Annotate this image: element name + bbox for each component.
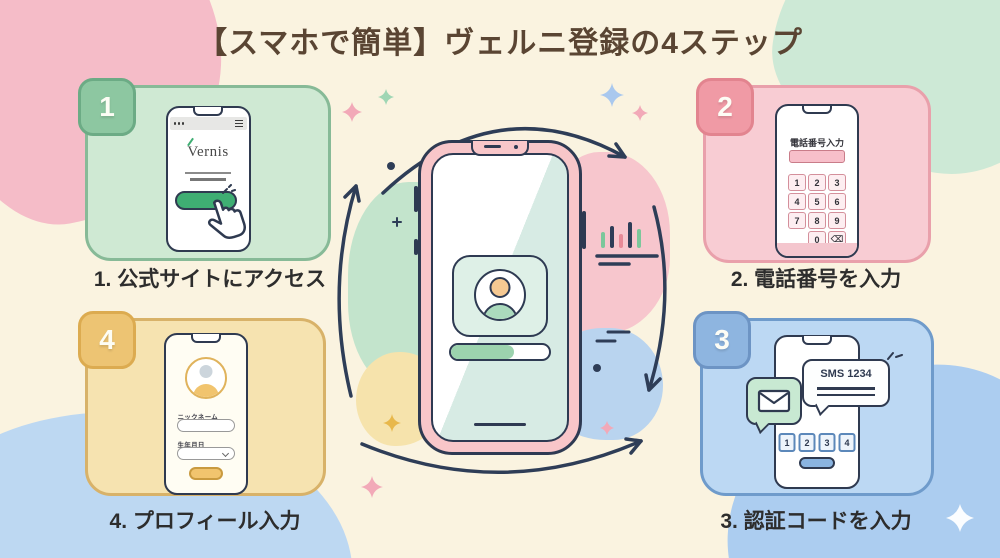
progress-bar (449, 343, 551, 361)
step3-caption: 3. 認証コードを入力 (720, 510, 912, 533)
arrow-bottom (360, 439, 643, 474)
text-line-decor (817, 387, 875, 390)
birthdate-label: 生年月日 (177, 442, 205, 449)
central-phone-illustration (414, 140, 586, 455)
arrow-top (381, 126, 627, 195)
dot-decor (593, 364, 601, 372)
step1-badge: 1 (78, 78, 136, 136)
phone-footer (777, 243, 857, 256)
step3-badge: 3 (693, 311, 751, 369)
keypad-key[interactable]: 8 (808, 212, 826, 229)
message-bubble (746, 377, 802, 434)
phone-notch (471, 141, 529, 156)
phone-notch (802, 336, 832, 345)
browser-bar (169, 117, 247, 130)
bar-chart-icon (595, 222, 659, 266)
phone-number-entry-label: 電話番号入力 (789, 138, 844, 148)
keypad-key[interactable]: 9 (828, 212, 846, 229)
dash-marks (595, 330, 631, 343)
text-line-decor (185, 172, 231, 174)
page-title: 【スマホで簡単】ヴェルニ登録の4ステップ (197, 27, 803, 60)
sms-bubble: SMS 1234 (802, 352, 903, 416)
birthdate-select[interactable] (176, 447, 235, 460)
profile-submit-button[interactable] (188, 467, 223, 480)
dot-decor (387, 162, 395, 170)
step1-caption: 1. 公式サイトにアクセス (93, 268, 327, 291)
phone-notch (193, 107, 223, 116)
volume-button (414, 186, 418, 212)
step4-phone-illustration: ニックネーム 生年月日 (163, 333, 248, 495)
code-digit-box[interactable]: 4 (838, 433, 856, 452)
step4-badge: 4 (78, 311, 136, 369)
browser-dots-icon (173, 122, 184, 125)
home-indicator (474, 423, 526, 426)
avatar-head (489, 277, 511, 298)
submit-button[interactable] (799, 457, 835, 469)
arrow-right (647, 205, 667, 392)
step4-caption: 4. プロフィール入力 (109, 510, 301, 533)
keypad-key[interactable]: 1 (788, 174, 806, 191)
avatar-body (482, 303, 518, 319)
phone-notch (802, 106, 832, 114)
phone-notch (190, 334, 221, 343)
text-line-decor (817, 394, 875, 396)
hand-cursor-icon (207, 199, 246, 240)
phone-screen (431, 153, 569, 442)
camera-icon (514, 144, 518, 149)
avatar-head (199, 365, 212, 378)
step1-card: 1 Vernis (78, 78, 331, 261)
progress-fill (451, 345, 514, 359)
click-sparkle-icon (221, 184, 236, 194)
envelope-icon (757, 389, 791, 413)
keypad-key[interactable]: 5 (808, 193, 826, 210)
menu-icon (234, 119, 243, 128)
avatar-icon (474, 269, 526, 321)
plus-sparkle (392, 217, 402, 227)
nickname-input[interactable] (176, 419, 235, 432)
speaker-icon (484, 145, 501, 148)
keypad-key[interactable]: 3 (828, 174, 846, 191)
step2-caption: 2. 電話番号を入力 (730, 268, 902, 291)
profile-avatar (184, 357, 227, 399)
nickname-label: ニックネーム (177, 414, 219, 421)
vernis-logo: Vernis (187, 144, 229, 160)
step1-phone-illustration: Vernis (165, 106, 251, 252)
sparkles (342, 83, 974, 532)
keypad-key[interactable]: 6 (828, 193, 846, 210)
step4-card: 4 ニックネーム 生年月日 (78, 311, 326, 496)
volume-button (414, 239, 418, 255)
keypad-key[interactable]: 2 (808, 174, 826, 191)
step2-badge: 2 (696, 78, 754, 136)
code-digit-box[interactable]: 1 (778, 433, 796, 452)
phone-number-input[interactable] (789, 150, 845, 163)
notification-sparkle-icon (887, 352, 903, 360)
profile-avatar-card (452, 255, 548, 337)
sms-code-text: SMS 1234 (820, 368, 872, 380)
code-digit-box[interactable]: 3 (818, 433, 836, 452)
power-button (582, 211, 586, 249)
keypad-key[interactable]: 7 (788, 212, 806, 229)
avatar-body (192, 384, 219, 397)
arrow-left (337, 184, 358, 398)
code-digit-box[interactable]: 2 (798, 433, 816, 452)
keypad-key[interactable]: 4 (788, 193, 806, 210)
chevron-down-icon (221, 449, 229, 458)
text-line-decor (190, 178, 226, 181)
